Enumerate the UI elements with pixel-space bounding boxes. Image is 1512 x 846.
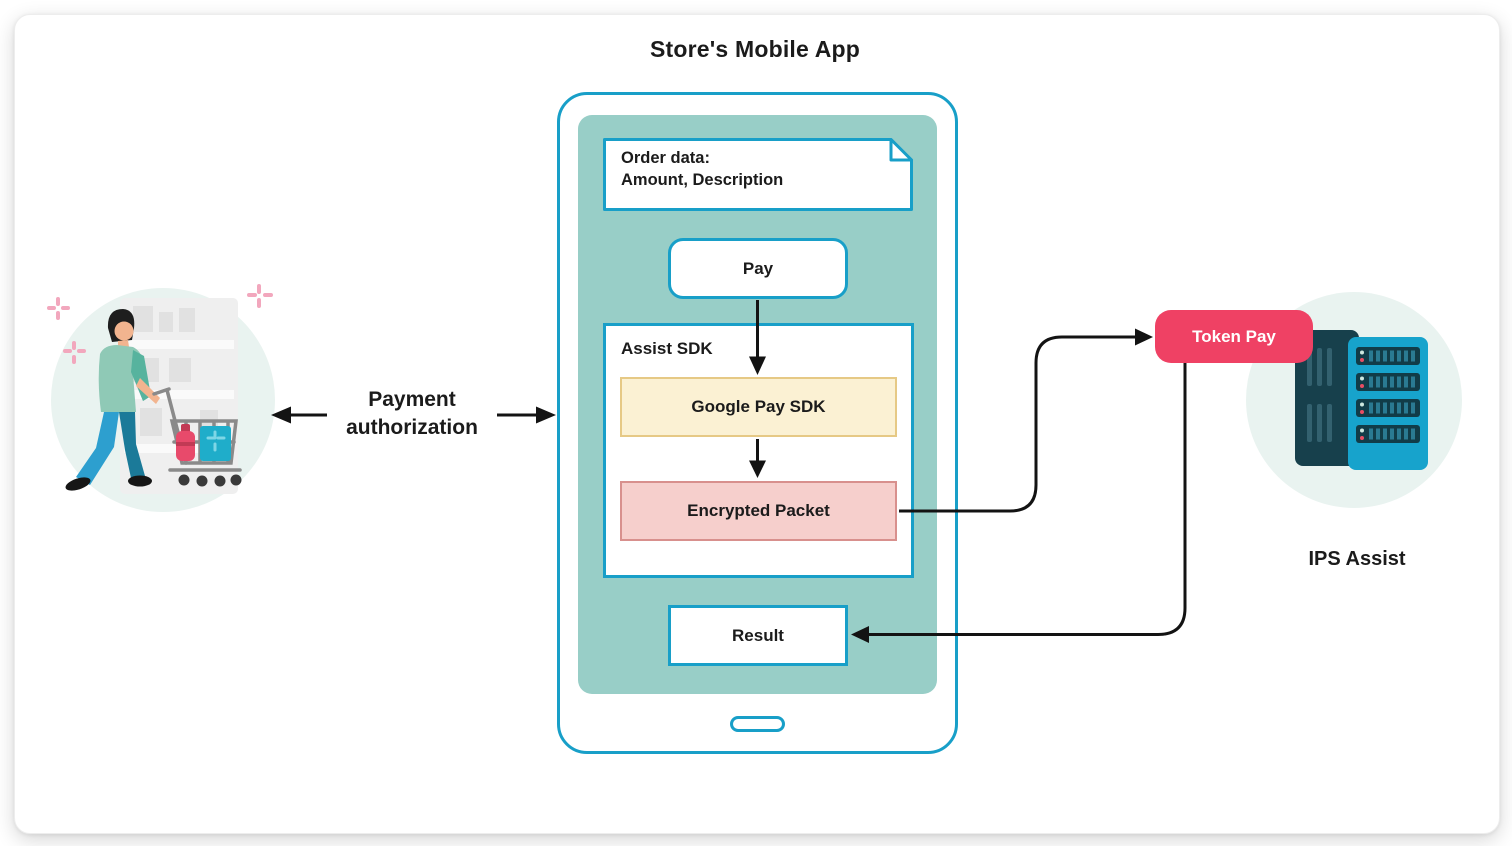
ips-assist-label: IPS Assist bbox=[1308, 548, 1406, 570]
document-shape bbox=[603, 138, 913, 211]
order-data-note: Order data: Amount, Description bbox=[621, 147, 891, 191]
encrypted-packet-node: Encrypted Packet bbox=[620, 481, 897, 541]
token-pay-node: Token Pay bbox=[1155, 310, 1313, 363]
folded-corner-icon bbox=[889, 138, 913, 162]
result-node: Result bbox=[668, 605, 848, 666]
order-data-line1: Order data: bbox=[621, 149, 710, 167]
arrowheads bbox=[271, 328, 1153, 643]
order-data-line2: Amount, Description bbox=[621, 171, 784, 189]
sparkle-icon bbox=[47, 284, 273, 364]
connector-arrows bbox=[291, 300, 1187, 636]
payment-authorization-label: Payment authorization bbox=[346, 388, 478, 439]
google-pay-sdk-node: Google Pay SDK bbox=[620, 377, 897, 437]
phone-home-button bbox=[730, 716, 785, 732]
diagram-title: Store's Mobile App bbox=[649, 36, 861, 62]
customer-illustration bbox=[47, 284, 275, 512]
pay-button[interactable]: Pay bbox=[668, 238, 848, 299]
assist-sdk-label: Assist SDK bbox=[621, 339, 713, 358]
